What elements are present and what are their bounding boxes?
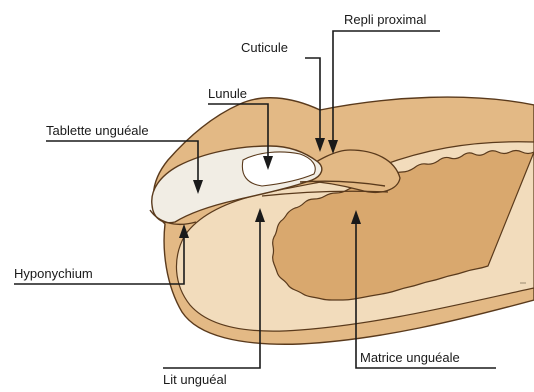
label-matrice-ungueale: Matrice unguéale: [360, 350, 460, 365]
label-tablette-ungueale: Tablette unguéale: [46, 123, 149, 138]
label-lunule: Lunule: [208, 86, 247, 101]
label-cuticule: Cuticule: [241, 40, 288, 55]
label-lit-ungueal: Lit unguéal: [163, 372, 227, 387]
label-repli-proximal: Repli proximal: [344, 12, 426, 27]
label-hyponychium: Hyponychium: [14, 266, 93, 281]
